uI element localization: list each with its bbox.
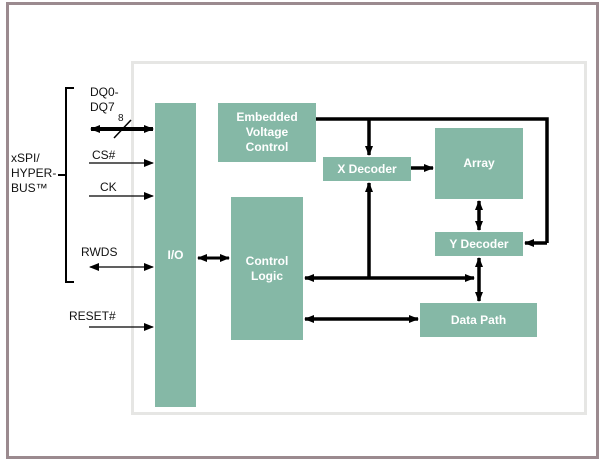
cs-label: CS# (92, 148, 116, 162)
inner-frame (131, 61, 587, 415)
y-decoder-block: Y Decoder (435, 232, 523, 256)
bus-label: xSPI/ HYPER- BUS™ (11, 151, 56, 196)
x-decoder-block: X Decoder (323, 157, 411, 181)
dq-label: DQ0- DQ7 (90, 85, 119, 115)
io-label: I/O (167, 247, 184, 262)
block-label-line: Control (245, 253, 289, 268)
bus-label-line: BUS™ (11, 181, 48, 195)
x-decoder-label: X Decoder (337, 161, 397, 176)
y-decoder-label: Y Decoder (449, 236, 509, 251)
dq-width-label: 8 (118, 113, 124, 124)
io-block: I/O (155, 103, 196, 407)
data-path-label: Data Path (450, 312, 507, 327)
rwds-label: RWDS (81, 245, 118, 259)
dq-label-line: DQ7 (90, 100, 115, 114)
bus-label-line: xSPI/ (11, 151, 40, 165)
block-label-line: Embedded (236, 110, 298, 124)
ck-label: CK (100, 180, 117, 194)
block-label-line: Voltage (245, 125, 289, 139)
bus-bracket (58, 87, 74, 283)
evc-bus (316, 117, 549, 243)
bus-label-line: HYPER- (11, 166, 57, 180)
embedded-voltage-control-block: Embedded Voltage Control (218, 103, 316, 162)
control-logic-block: Control Logic (231, 197, 303, 340)
dq-bus-slash (113, 119, 132, 139)
block-label-line: Logic (251, 268, 283, 283)
array-label: Array (463, 156, 495, 170)
dq-label-line: DQ0- (90, 85, 119, 99)
data-path-block: Data Path (420, 303, 537, 337)
reset-label: RESET# (69, 309, 116, 323)
block-label-line: Control (245, 140, 289, 154)
array-block: Array (435, 128, 523, 199)
